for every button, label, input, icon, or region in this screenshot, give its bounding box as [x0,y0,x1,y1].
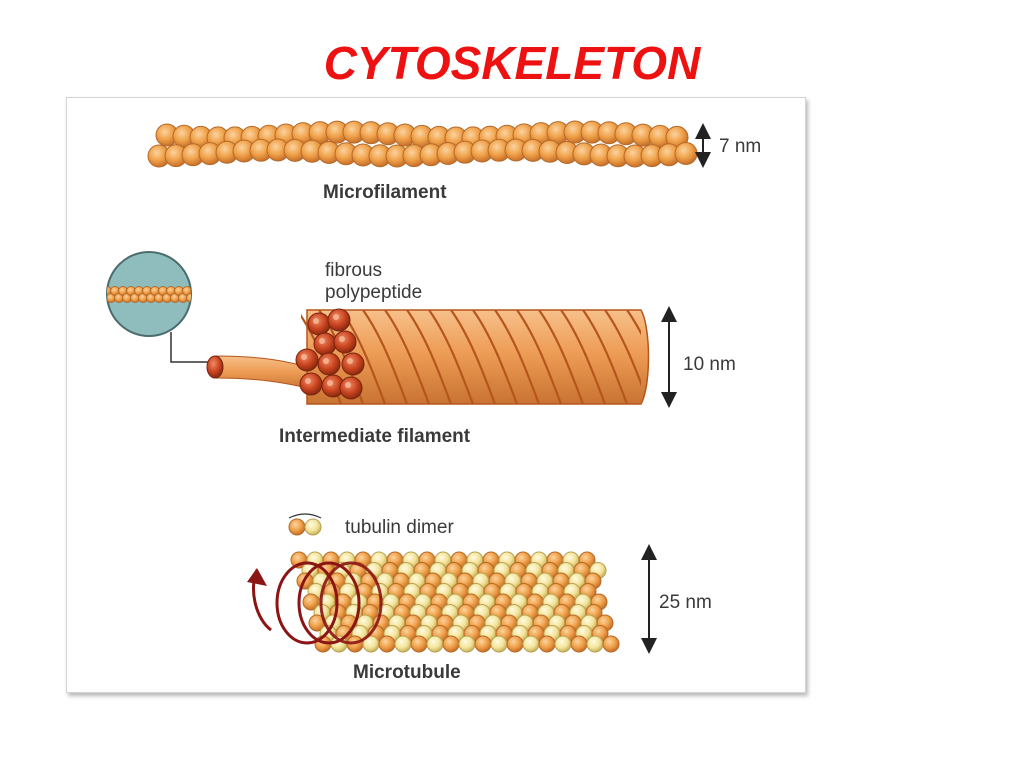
strand-bundle-highlight [305,378,311,384]
strand-bundle-highlight [327,380,333,386]
rope-helix-line [604,310,641,387]
rope-helix-line [494,310,541,404]
microfilament-label: Microfilament [323,182,447,203]
microtubule-size-label: 25 nm [659,592,712,613]
rope-helix-line [560,310,607,404]
tubulin-alpha-bead [378,635,396,653]
rope-helix-line [516,310,563,404]
intermediate-filament-size-label: 10 nm [683,354,736,375]
tubulin-beta-bead [394,635,412,653]
strand-bundle [333,330,357,354]
tubulin-alpha-bead [410,635,428,653]
tubulin-beta-bead [426,635,444,653]
strand-bundle-highlight [347,358,353,364]
rope-helix-line [626,310,641,336]
tubulin-beta-bead [586,635,604,653]
cytoskeleton-figure: 7 nm Microfilament fibrous polypeptide 1… [66,97,806,693]
intermediate-filament-rope [295,308,650,405]
fibrous-polypeptide-inset [106,251,217,363]
strand-bundle-highlight [319,338,325,344]
microfilament-size-label: 7 nm [719,136,761,157]
microtubule-label: Microtubule [353,662,461,683]
actin-bead [674,141,698,165]
strand-bundle-highlight [323,358,329,364]
strand-bundle-highlight [345,382,351,388]
strand-bundle [299,372,323,396]
tubulin-alpha-bead [602,635,620,653]
tubulin-alpha-bead [570,635,588,653]
tubulin-beta-bead [458,635,476,653]
cytoskeleton-diagram: 7 nm Microfilament fibrous polypeptide 1… [106,120,761,683]
tubulin-alpha-bead [538,635,556,653]
fibrous-polypeptide-label-line2: polypeptide [325,282,422,303]
tubulin-beta-bead [522,635,540,653]
inset-bead [186,293,191,303]
tubulin-beta-bead [554,635,572,653]
rope-helix-line [428,310,475,404]
strand-bundle [313,332,337,356]
tubulin-dimer-label: tubulin dimer [345,517,454,538]
strand-bundle [295,348,319,372]
tubulin-alpha-bead [474,635,492,653]
fibrous-polypeptide-label-line1: fibrous [325,260,382,281]
microfilament-strand [147,120,698,168]
rope-helix-line [538,310,585,404]
slide-title: CYTOSKELETON [323,37,701,89]
rope-helix-line [384,310,431,404]
strand-bundle [307,312,331,336]
rope-helix-line [450,310,497,404]
strand-bundle [341,352,365,376]
strand-bundle-highlight [313,318,319,324]
strand-bundle [339,376,363,400]
tubulin-beta-bead [490,635,508,653]
strand-bundle-highlight [339,336,345,342]
intermediate-filament-label: Intermediate filament [279,426,471,447]
tubulin-alpha-bead [442,635,460,653]
strand-bundle [327,308,351,332]
rope-helix-line [472,310,519,404]
strand-bundle [317,352,341,376]
tubulin-dimer-legend-icon [288,513,322,536]
tubulin-alpha-bead [506,635,524,653]
rope-helix-line [582,310,629,404]
strand-bundle-highlight [333,314,339,320]
strand-bundle-highlight [301,354,307,360]
rope-helix-line [362,310,409,404]
microtubule-rotation-arrow [247,561,383,645]
rope-helix-line [406,310,453,404]
